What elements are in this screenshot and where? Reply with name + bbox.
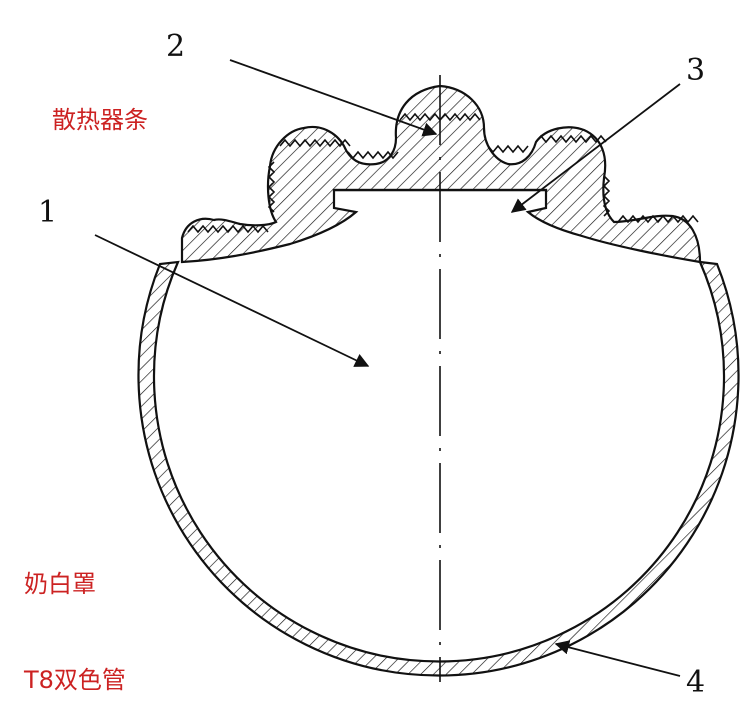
- part-number-2: 2: [166, 29, 185, 64]
- part-number-3: 3: [686, 53, 705, 88]
- diffuser-cover: [137, 260, 740, 677]
- leader-line-2: [229, 59, 438, 137]
- leader-line-3: [510, 83, 681, 213]
- leader-line-4: [554, 640, 681, 677]
- diffuser-shell-hatched: [137, 260, 740, 677]
- leader-lines: [94, 59, 681, 677]
- caption-diffuser: 奶白罩: [24, 570, 96, 598]
- part-number-4: 4: [686, 665, 705, 700]
- heatsink-strip: [180, 84, 702, 264]
- caption-tube: T8双色管: [23, 666, 126, 694]
- heatsink-body: [180, 84, 702, 264]
- part-number-1: 1: [38, 195, 57, 230]
- leader-line-1: [94, 234, 370, 367]
- caption-heatsink: 散热器条: [52, 106, 148, 134]
